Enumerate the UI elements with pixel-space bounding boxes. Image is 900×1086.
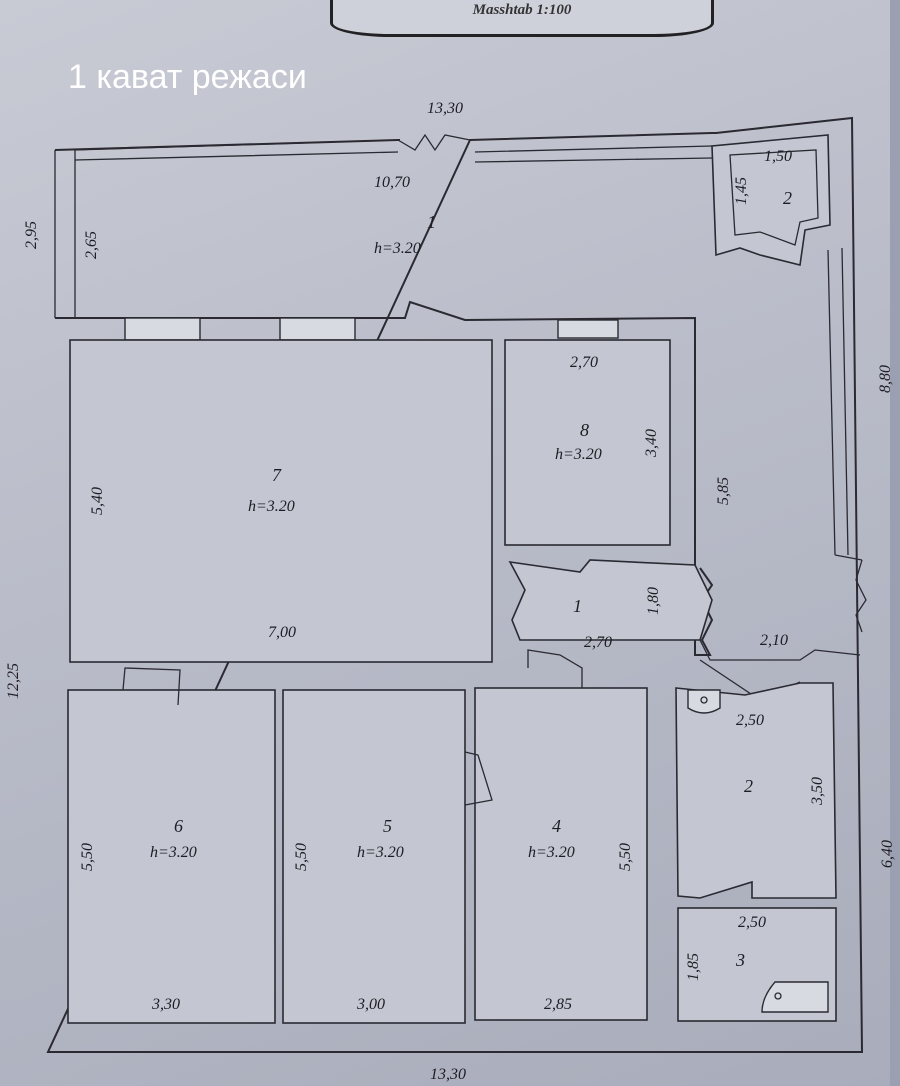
scale-label: Masshtab 1:100	[472, 2, 572, 18]
dim-hall-height: 1,80	[645, 587, 662, 615]
hall-number: 1	[573, 596, 582, 616]
wc-room	[675, 682, 837, 899]
bathroom-number: 3	[736, 950, 745, 970]
dim-r8-height: 3,40	[643, 429, 660, 457]
dim-veranda-length: 10,70	[374, 174, 410, 191]
small-room-outline	[711, 134, 831, 266]
dim-r7-width: 7,00	[268, 624, 296, 641]
bathtub-icon	[761, 981, 829, 1013]
dim-left-total: 12,25	[5, 663, 22, 699]
dim-top-total: 13,30	[427, 100, 463, 117]
dim-r7-height: 5,40	[89, 487, 106, 515]
sink-drain	[700, 696, 708, 704]
dim-right-lower: 6,40	[879, 840, 896, 868]
veranda-left-wall	[54, 150, 76, 318]
room-6	[67, 689, 276, 1024]
room-4-number: 4	[552, 816, 561, 836]
page-edge	[890, 0, 900, 1086]
dim-entry-width: 2,10	[760, 632, 788, 649]
small-room-inner	[729, 149, 819, 246]
scale-stamp: Masshtab 1:100	[330, 0, 714, 37]
room-5-height: h=3.20	[357, 844, 404, 861]
dim-bath-height: 3,50	[809, 777, 826, 805]
dim-bathroom-width: 2,50	[738, 914, 766, 931]
room-4-door	[527, 649, 583, 688]
dim-r6-width: 3,30	[152, 996, 180, 1013]
dim-r4-height: 5,50	[617, 843, 634, 871]
room-6-height: h=3.20	[150, 844, 197, 861]
room-7-height: h=3.20	[248, 498, 295, 515]
veranda-height: h=3.20	[374, 240, 421, 257]
room-4	[474, 687, 648, 1021]
room-7-number: 7	[272, 465, 281, 485]
dim-bath-width: 2,50	[736, 712, 764, 729]
dim-r8-width: 2,70	[570, 354, 598, 371]
dim-bottom-total: 13,30	[430, 1066, 466, 1083]
dim-r6-height: 5,50	[79, 843, 96, 871]
dim-r5-width: 3,00	[357, 996, 385, 1013]
dim-small-height: 1,45	[733, 177, 750, 205]
right-door	[855, 559, 867, 633]
room-8-number: 8	[580, 420, 589, 440]
dim-corridor-height: 5,85	[715, 477, 732, 505]
window-1	[124, 317, 201, 341]
dim-r5-height: 5,50	[293, 843, 310, 871]
dim-hall-width: 2,70	[584, 634, 612, 651]
window-3	[557, 319, 619, 339]
room-8-height: h=3.20	[555, 446, 602, 463]
dim-bathroom-height: 1,85	[685, 953, 702, 981]
sink-icon	[687, 689, 721, 714]
dim-small-width: 1,50	[764, 148, 792, 165]
room-5	[282, 689, 466, 1024]
veranda-number: 1	[427, 212, 436, 232]
dim-r4-width: 2,85	[544, 996, 572, 1013]
veranda-door	[397, 133, 471, 152]
hall	[508, 559, 713, 641]
window-2	[279, 317, 356, 341]
veranda-front-wall	[74, 139, 713, 163]
dim-left-veranda: 2,95	[23, 221, 40, 249]
room-5-door	[464, 751, 493, 806]
wc-number: 2	[744, 776, 753, 796]
room-4-height: h=3.20	[528, 844, 575, 861]
room-8	[504, 339, 671, 546]
room-6-number: 6	[174, 816, 183, 836]
room-6-door	[122, 667, 181, 706]
floor-title: 1 кават режаси	[68, 58, 307, 96]
right-corridor-wall	[827, 247, 863, 561]
small-room-number: 2	[783, 188, 792, 208]
dim-veranda-depth: 2,65	[83, 231, 100, 259]
bathtub-drain	[774, 992, 782, 1000]
room-5-number: 5	[383, 816, 392, 836]
room-7	[69, 339, 493, 663]
dim-right-upper: 8,80	[877, 365, 894, 393]
